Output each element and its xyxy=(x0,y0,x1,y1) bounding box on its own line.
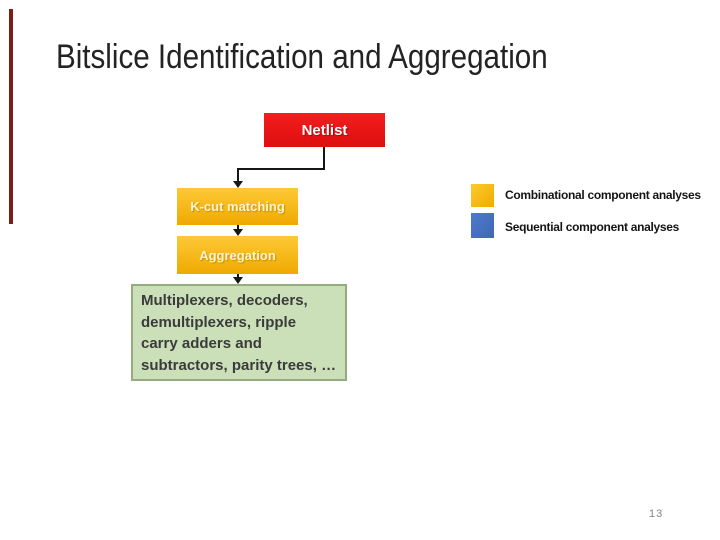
connector-netlist-horizontal xyxy=(237,168,325,170)
legend-sequential-swatch xyxy=(471,213,494,238)
connector-netlist-drop xyxy=(237,168,239,182)
aggregation-box: Aggregation xyxy=(177,236,298,274)
legend-combinational-label: Combinational component analyses xyxy=(505,188,701,202)
result-components-text: Multiplexers, decoders, demultiplexers, … xyxy=(141,292,337,374)
arrowhead-to-result-icon xyxy=(233,277,243,284)
left-accent-bar xyxy=(9,9,13,224)
arrowhead-to-kcut-icon xyxy=(233,181,243,188)
netlist-box: Netlist xyxy=(264,113,385,147)
kcut-matching-label: K-cut matching xyxy=(190,199,285,214)
legend-combinational-swatch xyxy=(471,184,494,207)
arrowhead-to-aggregation-icon xyxy=(233,229,243,236)
connector-kcut-to-aggregation xyxy=(237,225,239,230)
result-components-box: Multiplexers, decoders, demultiplexers, … xyxy=(131,284,347,381)
connector-aggregation-to-result xyxy=(237,274,239,278)
legend-sequential-label: Sequential component analyses xyxy=(505,220,680,234)
slide-title: Bitslice Identification and Aggregation xyxy=(56,38,548,76)
aggregation-label: Aggregation xyxy=(199,247,276,263)
page-number: 13 xyxy=(649,508,664,520)
kcut-matching-box: K-cut matching xyxy=(177,188,298,225)
netlist-box-label: Netlist xyxy=(301,121,348,139)
connector-netlist-vertical xyxy=(323,147,325,170)
